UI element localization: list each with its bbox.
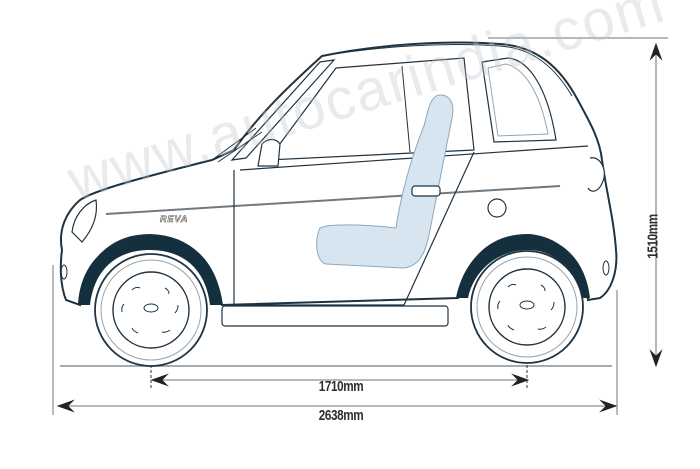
a-pillar (211, 127, 263, 163)
body-side-line (105, 185, 561, 215)
fuel-cap (487, 198, 507, 218)
front-side-marker (60, 264, 68, 280)
overall-height-label: 1510mm (644, 214, 662, 259)
window-divider (401, 65, 411, 153)
roof-line (321, 43, 573, 97)
rear-quarter-window (481, 57, 557, 143)
front-wheel (94, 253, 208, 367)
model-badge: REVA (160, 214, 189, 225)
door-handle (411, 185, 441, 197)
side-mirror (257, 138, 281, 167)
rear-wheel (470, 250, 584, 364)
tail-light (587, 157, 605, 192)
wheelbase-label: 1710mm (318, 378, 364, 395)
door-outline (233, 151, 475, 306)
rear-wheel-arch (456, 234, 590, 298)
headlight (71, 199, 98, 243)
side-sill (221, 305, 449, 327)
rear-window-inner (487, 63, 549, 137)
seat (316, 94, 454, 269)
rear-side-marker (602, 260, 610, 276)
front-wheel-arch (78, 235, 222, 305)
windshield (230, 59, 336, 161)
overall-length-label: 2638mm (318, 407, 364, 424)
